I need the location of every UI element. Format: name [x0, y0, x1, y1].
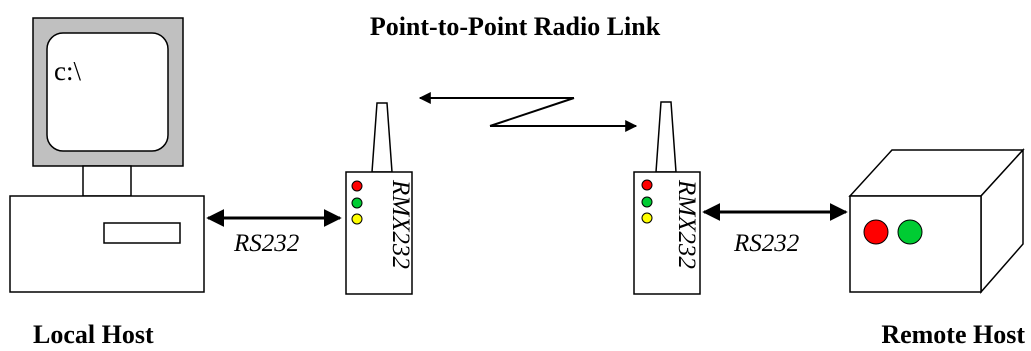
box-front — [849, 195, 982, 293]
antenna-right — [655, 101, 677, 173]
antenna-left — [371, 102, 393, 173]
remote-host-box — [848, 148, 1025, 294]
monitor-stand — [82, 165, 132, 197]
radio-link-zigzag — [418, 92, 638, 132]
remote-host-label: Remote Host — [881, 320, 1025, 349]
radio-body-right — [633, 171, 701, 295]
radio-body-left — [345, 171, 413, 295]
diagram-title: Point-to-Point Radio Link — [370, 12, 661, 41]
remote-led-red — [863, 219, 889, 245]
zigzag-diagonal — [489, 97, 575, 127]
disk-drive-slot — [103, 222, 181, 244]
computer-base — [9, 195, 205, 293]
radio-label-right: RMX232 — [673, 179, 700, 269]
radio-modem-right: RMX232 — [633, 101, 701, 295]
monitor: c:\ — [32, 17, 184, 167]
led-red-right — [641, 179, 653, 191]
rs232-right-label: RS232 — [733, 230, 799, 257]
led-green-right — [641, 196, 653, 208]
monitor-screen — [46, 32, 169, 152]
led-green-left — [351, 197, 363, 209]
radio-label-left: RMX232 — [387, 179, 414, 269]
local-host-computer: c:\ — [9, 17, 205, 293]
screen-prompt: c:\ — [54, 56, 81, 86]
radio-modem-left: RMX232 — [345, 102, 414, 295]
local-host-label: Local Host — [33, 320, 154, 349]
led-red-left — [351, 180, 363, 192]
led-yellow-right — [641, 212, 653, 224]
remote-led-green — [897, 219, 923, 245]
rs232-left-label: RS232 — [233, 230, 299, 257]
led-yellow-left — [351, 213, 363, 225]
